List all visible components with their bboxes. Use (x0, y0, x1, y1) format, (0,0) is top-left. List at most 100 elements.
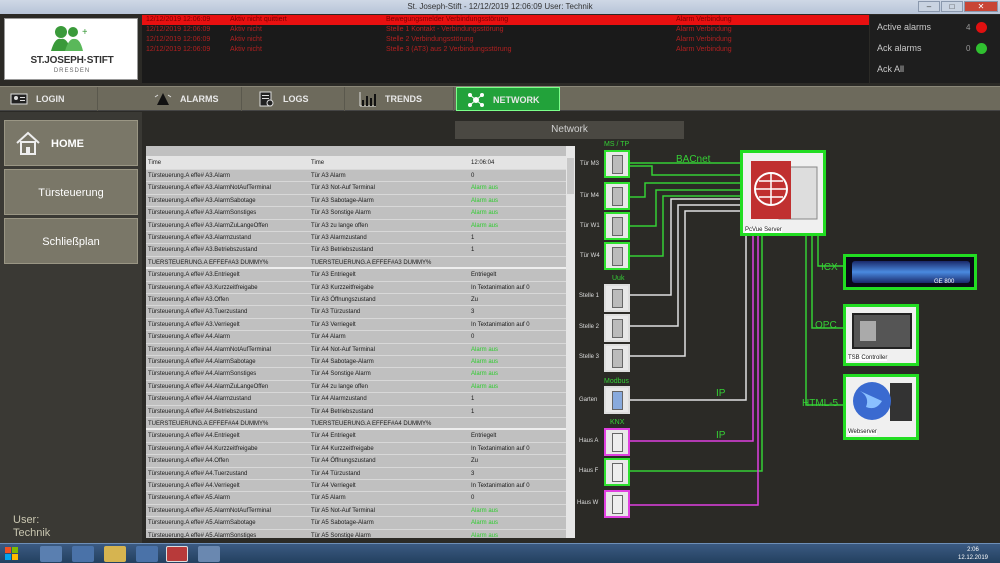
server-label: Webserver (848, 429, 877, 435)
tools-icon[interactable] (198, 546, 220, 562)
table-cell: Türsteuerung.A effe# A3.AlarmNotAufTermi… (148, 185, 271, 192)
device-tuer-m3[interactable] (604, 150, 630, 178)
device-label: Garten (579, 397, 598, 403)
device-stelle-2[interactable] (604, 314, 630, 342)
device-haus-w[interactable] (604, 490, 630, 518)
trend-chart-icon (359, 92, 376, 107)
table-row[interactable]: Türsteuerung.A effe# A4.AlarmNotAufTermi… (146, 344, 566, 356)
table-row[interactable]: TUERSTEUERUNG.A EFFEF#A3 DUMMY%TUERSTEUE… (146, 257, 566, 270)
alarm-row[interactable]: 12/12/2019 12:06:09 Aktiv nicht Stelle 2… (142, 35, 869, 45)
table-cell: Türsteuerung.A effe# A5.AlarmNotAufTermi… (148, 507, 271, 514)
minimize-button[interactable]: – (918, 1, 940, 12)
nav-network[interactable]: NETWORK (456, 87, 560, 111)
table-cell: Zu (471, 297, 479, 303)
table-row[interactable]: Türsteuerung.A effe# A5.AlarmNotAufTermi… (146, 505, 566, 518)
alarm-list[interactable]: 12/12/2019 12:06:09 Aktiv nicht quittier… (142, 15, 869, 83)
table-row[interactable]: Türsteuerung.A effe# A3.AlarmZuLangeOffe… (146, 220, 566, 232)
home-icon (16, 131, 40, 155)
table-cell: 0 (471, 173, 475, 179)
server-ge800[interactable]: GE 800 (843, 254, 977, 290)
svg-text:+: + (82, 27, 87, 38)
table-cell: Tür A4 Alarmzustand (311, 396, 367, 403)
app-icon[interactable] (136, 546, 158, 562)
table-cell: Tür A4 Sabotage-Alarm (311, 359, 374, 365)
close-button[interactable]: ✕ (964, 1, 998, 12)
sidebar-item-tuersteuerung[interactable]: Türsteuerung (4, 169, 138, 215)
device-tuer-w1[interactable] (604, 212, 630, 240)
device-haus-a[interactable] (604, 428, 630, 456)
nav-trends[interactable]: TRENDS (349, 87, 454, 111)
nav-trends-label: TRENDS (385, 94, 423, 104)
nav-login[interactable]: LOGIN (0, 87, 98, 111)
scrollbar-thumb[interactable] (567, 158, 574, 194)
nav-alarms[interactable]: ALARMS (144, 87, 242, 111)
sidebar-item-home[interactable]: HOME (4, 120, 138, 166)
table-cell: Tür A3 Entriegelt (311, 272, 356, 279)
sidebar-item-schliessplan[interactable]: Schließplan (4, 218, 138, 264)
device-stelle-1[interactable] (604, 284, 630, 312)
table-cell: Türsteuerung.A effe# A5.Alarm (148, 495, 230, 502)
user-name: Technik (13, 527, 51, 539)
server-web[interactable]: Webserver (843, 374, 919, 440)
server-manager-icon[interactable] (40, 546, 62, 562)
device-garten[interactable] (604, 386, 630, 414)
system-clock[interactable]: 2:06 12.12.2019 (948, 546, 998, 562)
server-tsb[interactable]: TSB Controller (843, 304, 919, 366)
table-row[interactable]: Türsteuerung.A effe# A3.AlarmNotAufTermi… (146, 182, 566, 195)
table-cell: Alarm aus (471, 185, 499, 192)
table-cell: Tür A3 Alarmzustand (311, 235, 367, 241)
table-cell: In Textanimation auf 0 (471, 483, 530, 489)
alarm-row[interactable]: 12/12/2019 12:06:09 Aktiv nicht Stelle 1… (142, 25, 869, 35)
table-cell: Tür A4 Kurzzeitfreigabe (311, 445, 374, 452)
maximize-button[interactable]: □ (941, 1, 963, 12)
ack-all-button[interactable]: Ack All (877, 64, 905, 74)
table-cell: Tür A4 Öffnungszustand (311, 458, 376, 465)
table-row[interactable]: TUERSTEUERUNG.A EFFEF#A4 DUMMY%TUERSTEUE… (146, 418, 566, 431)
explorer-icon[interactable] (104, 546, 126, 562)
server-pcvue[interactable]: PcVue Server (740, 150, 826, 236)
table-cell: Türsteuerung.A effe# A4.AlarmSonstiges (148, 371, 257, 378)
table-row[interactable]: Türsteuerung.A effe# A4.AlarmZuLangeOffe… (146, 381, 566, 394)
device-stelle-3[interactable] (604, 344, 630, 372)
table-scrollbar[interactable] (566, 146, 575, 538)
powershell-icon[interactable] (72, 546, 94, 562)
device-tuer-w4[interactable] (604, 242, 630, 270)
logo-name: ST.JOSEPH·STIFT (30, 55, 114, 66)
device-tuer-m4[interactable] (604, 182, 630, 210)
table-cell: Tür A4 Alarm (311, 334, 346, 341)
pcvue-app-icon[interactable] (166, 546, 188, 562)
device-label: Stelle 2 (579, 324, 600, 330)
device-haus-f[interactable] (604, 458, 630, 486)
table-row[interactable]: Türsteuerung.A effe# A4.Kurzzeitfreigabe… (146, 443, 566, 456)
alarm-row[interactable]: 12/12/2019 12:06:09 Aktiv nicht Stelle 3… (142, 45, 869, 55)
windows-start-icon[interactable] (4, 546, 19, 561)
table-row[interactable]: Türsteuerung.A effe# A3.Kurzzeitfreigabe… (146, 282, 566, 294)
column-header: Time (311, 160, 325, 166)
nav-logs[interactable]: LOGS (247, 87, 345, 111)
alarm-row[interactable]: 12/12/2019 12:06:09 Aktiv nicht quittier… (142, 15, 869, 25)
table-cell: 3 (471, 309, 475, 316)
